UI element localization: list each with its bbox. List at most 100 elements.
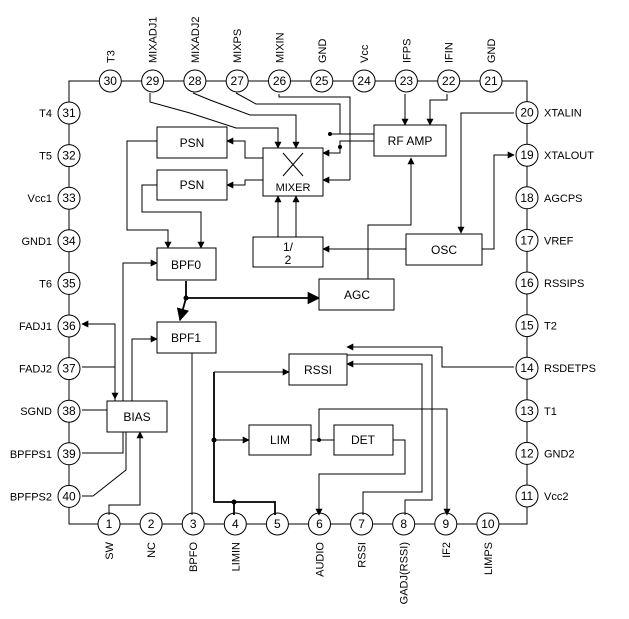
bpf0-label: BPF0 [171,258,201,272]
rssi-label: RSSI [304,363,332,377]
pin-number: 28 [188,74,202,88]
pin-34: 34 GND1 [21,229,81,253]
pin-number: 22 [442,74,456,88]
block-osc: OSC [405,233,483,266]
pin-label: BPFPS1 [10,449,52,461]
pin-label: T2 [544,321,557,333]
pin14-to-rssi-wire [346,343,514,368]
pin-label: AUDIO [315,542,327,577]
pin-circle [350,512,374,536]
psn2-label: PSN [180,178,205,192]
rfamp-to-mixer-wire [322,140,374,157]
pin-number: 3 [190,517,197,531]
pin-circle [57,229,81,253]
pin-label: Vcc [359,44,371,63]
pin26-wire [278,94,351,180]
pin-circle [57,186,81,210]
pin-label: XTALOUT [544,150,594,162]
block-bias: BIAS [106,400,168,433]
pin-circle [181,512,205,536]
pin28-to-mixer-wire [192,92,300,149]
pin-label: T5 [39,151,52,163]
pin-label: VREF [544,235,574,247]
pin-label: FADJ2 [19,364,52,376]
lim-to-pin9-wire [318,408,451,516]
block-agc: AGC [318,278,395,311]
pin-number: 7 [358,517,365,531]
pin-label: SW [104,541,116,559]
pin-2: 2NC [139,512,163,558]
pin-label: Vcc1 [28,193,52,205]
junction-dot [338,145,342,149]
pin-circle [310,69,334,93]
pin-number: 34 [62,234,76,248]
pin-label: LIMIN [230,542,242,571]
pin-number: 1 [106,517,113,531]
bias-to-pin36-wire [81,320,116,401]
pin-label: GND2 [544,448,575,460]
rfamp-label: RF AMP [388,134,433,148]
bias-label: BIAS [123,410,150,424]
pin-label: T1 [544,406,557,418]
pin-circle [57,399,81,423]
pin7-to-rssi-wire [346,360,423,515]
agc-to-rfamp-wire [367,157,415,279]
pin-label: AGCPS [544,193,583,205]
junction-dot [231,499,237,505]
block-rssi: RSSI [288,353,348,386]
pin-circle [265,512,289,536]
pin20-to-osc-wire [457,112,514,234]
pin-number: 16 [520,276,534,290]
lim-input-bus [213,372,276,515]
pin-circle [515,356,539,380]
block-divider: 1/ 2 [252,236,324,268]
pin-number: 37 [62,362,76,376]
pin-circle [57,314,81,338]
pin-circle [183,69,207,93]
pin-label: T3 [105,50,117,63]
pin-label: GND1 [21,236,52,248]
osc-label: OSC [431,243,457,257]
pin-circle [57,484,81,508]
pin-number: 18 [520,191,534,205]
lim-label: LIM [270,433,290,447]
pin-label: RSSI [357,542,369,568]
pin-number: 23 [400,74,414,88]
mixer-label: MIXER [276,182,311,194]
mixer-to-psn1-wire [226,137,263,159]
pin-circle [57,357,81,381]
pin-number: 40 [62,489,76,503]
pin-circle [515,143,539,167]
divider-label-top: 1/ [283,240,294,254]
pin-number: 4 [232,517,239,531]
pin-circle [141,69,165,93]
pin-label: XTALIN [544,108,582,120]
pin-number: 39 [62,447,76,461]
pin-number: 35 [62,276,76,290]
pin-circle [515,228,539,252]
pin-label: MIXIN [275,32,287,63]
pin-number: 31 [62,106,76,120]
pin-circle [57,144,81,168]
pin-circle [515,271,539,295]
pin-number: 19 [520,148,534,162]
agc-label: AGC [344,288,370,302]
